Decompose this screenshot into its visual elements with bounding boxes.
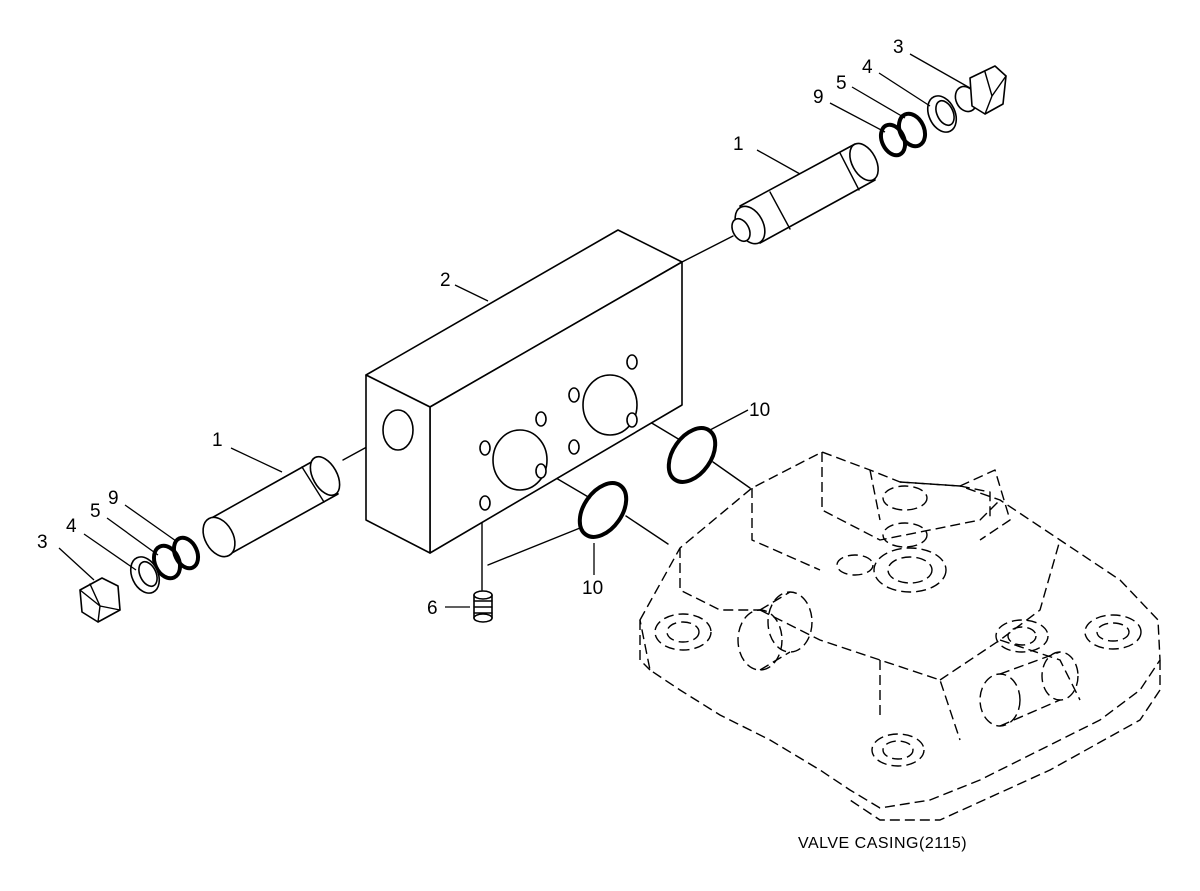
callout-labels: 1 1 2 3 3 4 4 5 5 6 9 9 10 10 bbox=[37, 37, 904, 619]
valve-casing-caption: VALVE CASING(2115) bbox=[798, 835, 967, 852]
valve-casing-outline bbox=[639, 451, 1161, 821]
oring-5-top bbox=[896, 111, 928, 149]
callout-6: 6 bbox=[427, 598, 438, 619]
callout-4-bottom: 4 bbox=[66, 516, 77, 537]
spool-bottom bbox=[202, 455, 341, 558]
plug-3-bottom bbox=[79, 577, 121, 623]
callout-4-top: 4 bbox=[862, 57, 873, 78]
callout-3-top: 3 bbox=[893, 37, 904, 58]
callout-9-top: 9 bbox=[813, 87, 824, 108]
callout-5-bottom: 5 bbox=[90, 501, 101, 522]
spool-top bbox=[731, 142, 879, 245]
oring-10-top bbox=[666, 426, 718, 484]
washer-4-bottom bbox=[129, 556, 161, 594]
callout-5-top: 5 bbox=[836, 73, 847, 94]
callout-3-bottom: 3 bbox=[37, 532, 48, 553]
callout-leaders bbox=[58, 53, 971, 608]
oring-10-bottom bbox=[577, 481, 629, 539]
plug-3-top bbox=[954, 65, 1007, 115]
callout-2: 2 bbox=[440, 270, 451, 291]
washer-4-top bbox=[926, 95, 958, 133]
valve-block bbox=[365, 229, 683, 554]
callout-1-bottom: 1 bbox=[212, 430, 223, 451]
callout-1-top: 1 bbox=[733, 134, 744, 155]
callout-10-top: 10 bbox=[749, 400, 770, 421]
plug-6 bbox=[473, 590, 493, 623]
callout-10-bottom: 10 bbox=[582, 578, 603, 599]
callout-9-bottom: 9 bbox=[108, 488, 119, 509]
